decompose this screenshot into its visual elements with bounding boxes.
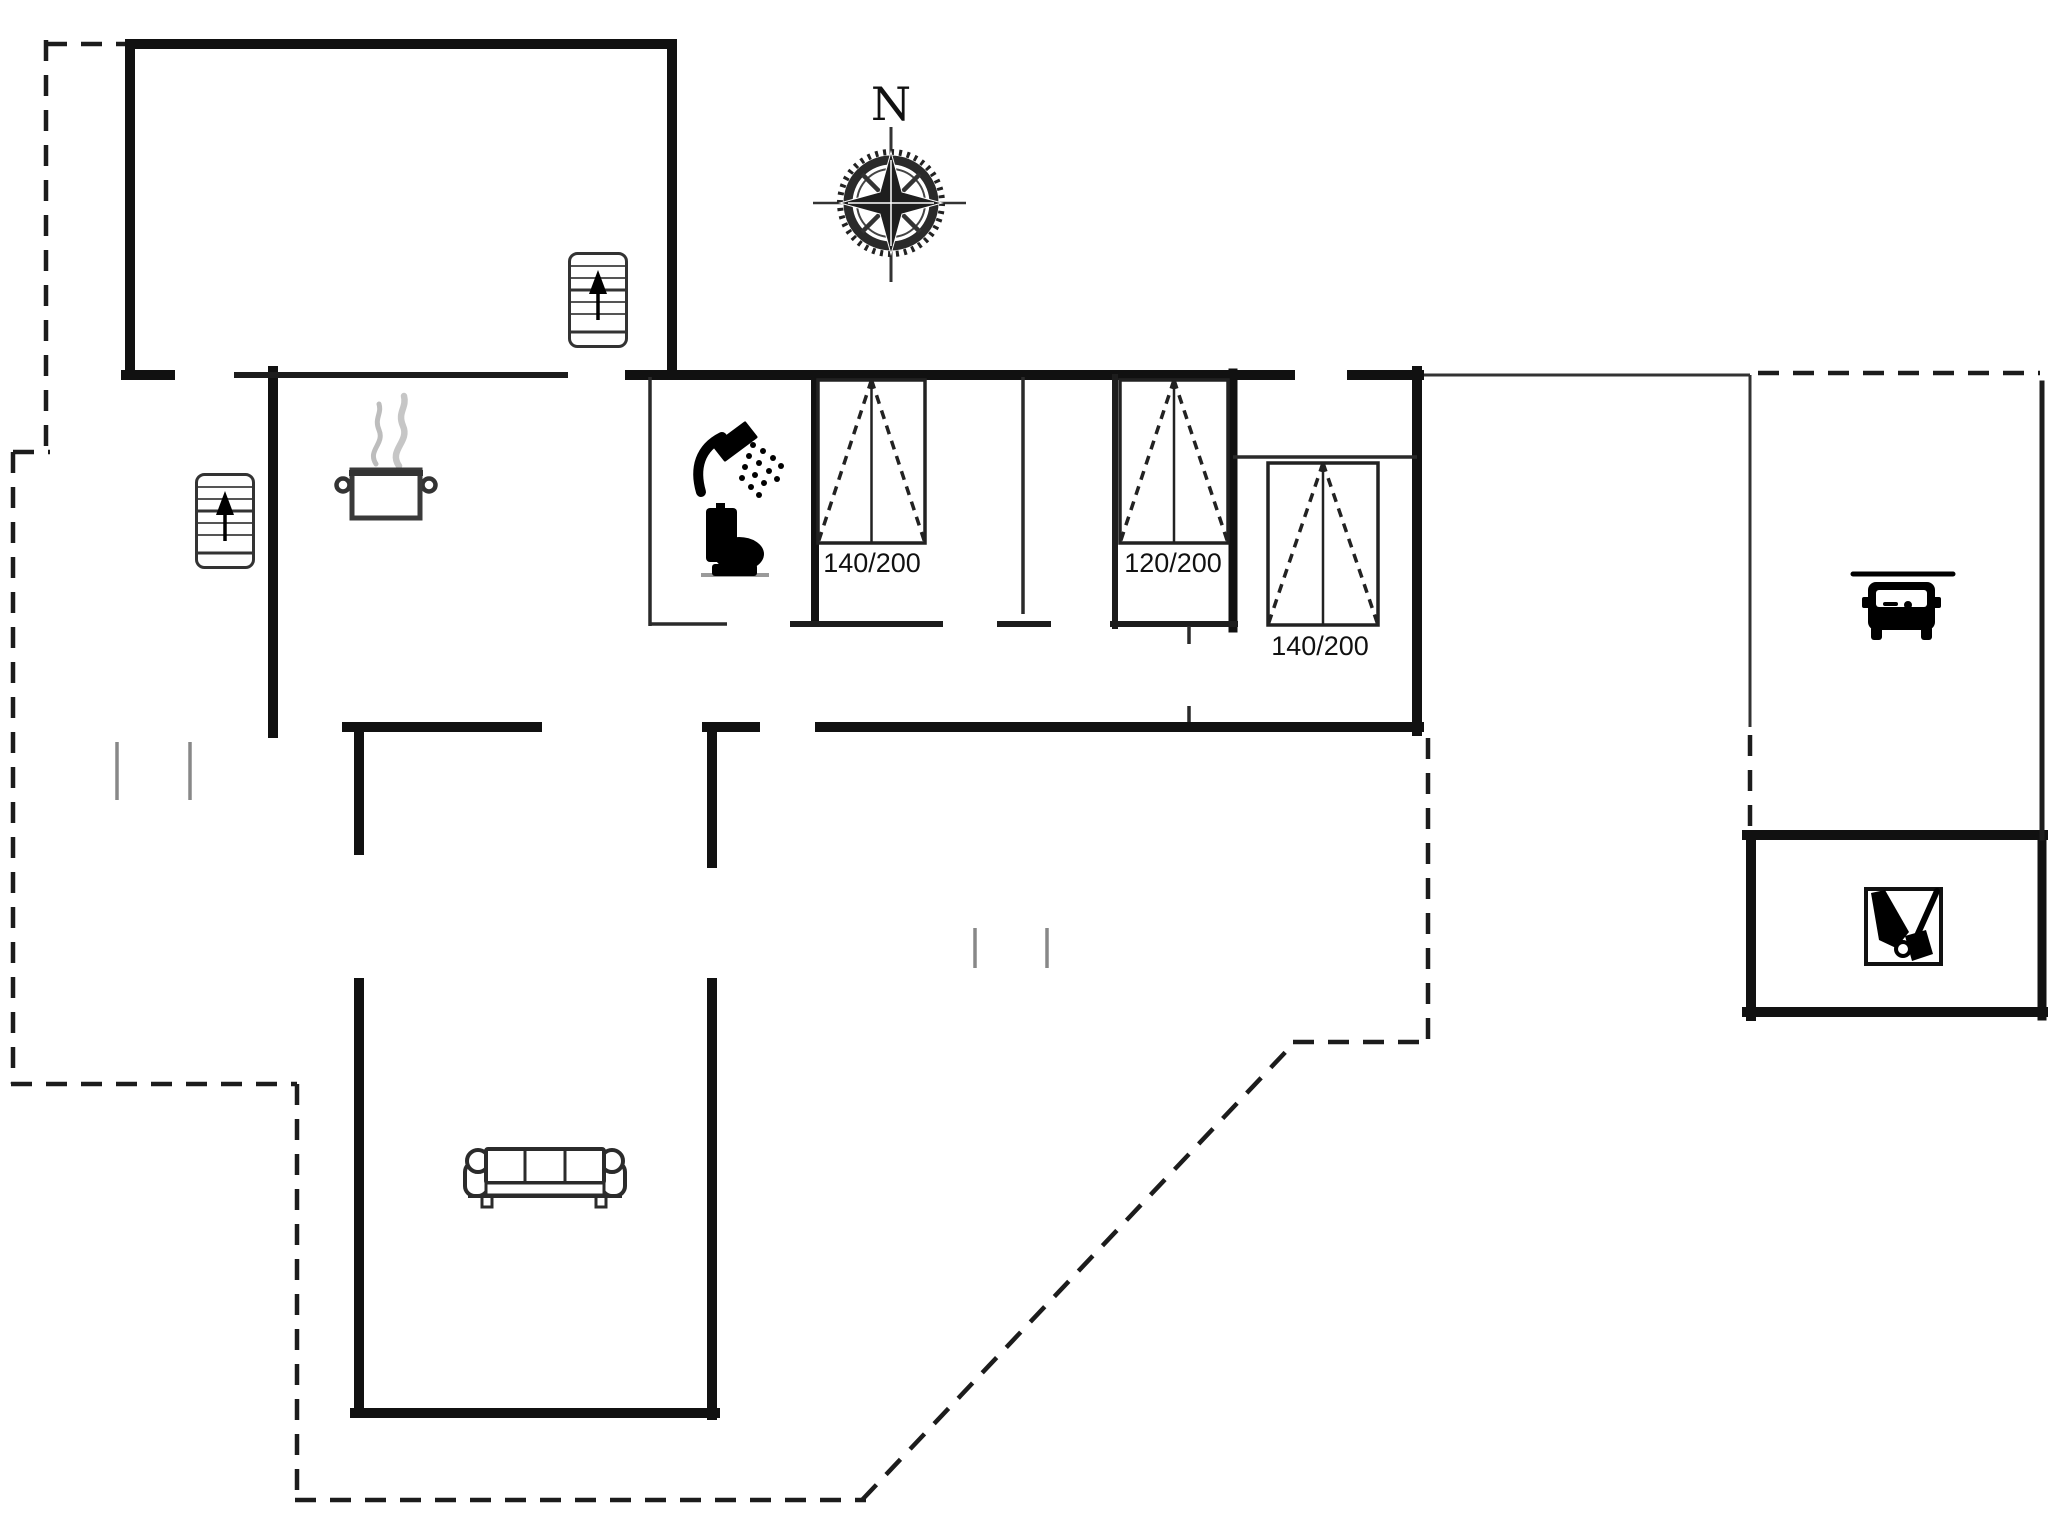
compass-rose-icon: N: [813, 77, 966, 282]
stairs-up-icon: [194, 472, 256, 570]
bed-size-label: 120/200: [1124, 548, 1222, 578]
canopy-lines: [1419, 373, 1752, 727]
tick-marks: [115, 742, 1049, 968]
exterior-walls: [121, 39, 2048, 1420]
double-bed-icon: 140/200: [1266, 461, 1380, 661]
cooking-pot-icon: [334, 392, 438, 521]
compass-north-label: N: [871, 77, 911, 131]
toilet-icon: [701, 503, 769, 577]
medium-walls: [234, 372, 2045, 841]
bed-size-label: 140/200: [1271, 631, 1369, 661]
interior-walls: [648, 377, 1417, 722]
double-bed-icon: 140/200: [816, 378, 927, 578]
double-bed-icon: 120/200: [1118, 378, 1230, 578]
bed-size-label: 140/200: [823, 548, 921, 578]
car-icon: [1850, 571, 1956, 640]
tools-icon: [1864, 887, 1943, 966]
terrace-outline: [10, 40, 2040, 1503]
stairs-up-icon: [567, 251, 629, 349]
steam-icon: [392, 392, 408, 470]
shower-spray-dots: [739, 442, 784, 498]
sofa-icon: [463, 1147, 627, 1209]
steam-icon: [371, 401, 383, 467]
shower-icon: [693, 421, 784, 498]
